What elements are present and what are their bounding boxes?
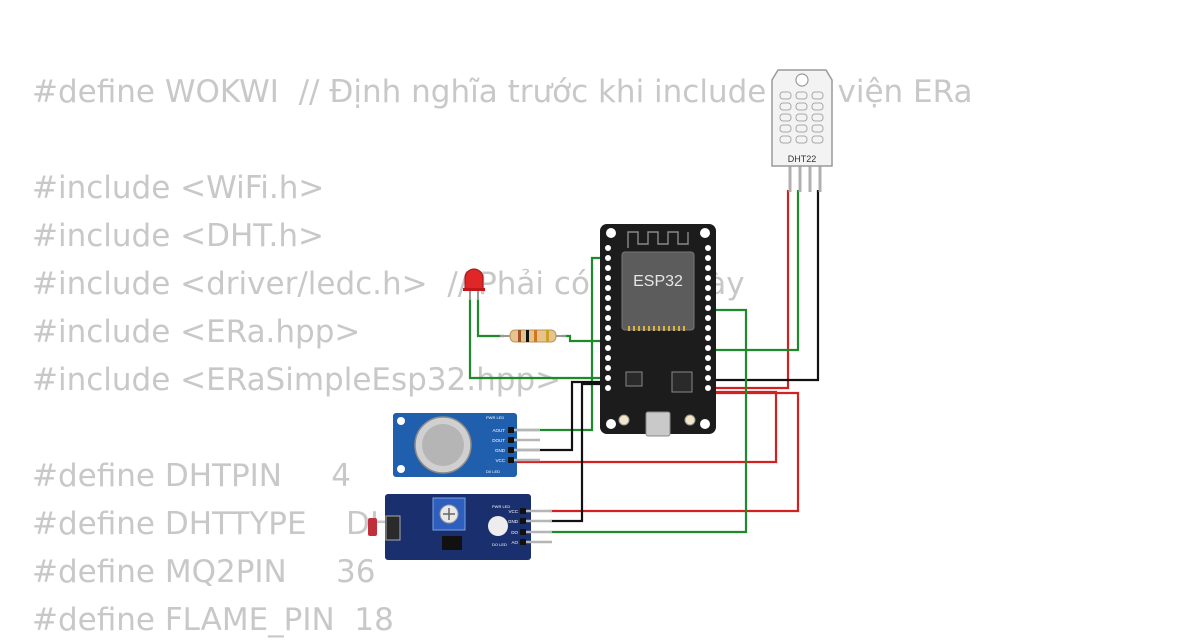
- flame-pwr-label: PWR LED: [492, 504, 510, 509]
- wire-flame-vcc[interactable]: [550, 391, 800, 513]
- usb-port: [645, 411, 671, 437]
- wire-led-cathode[interactable]: [468, 298, 600, 380]
- wire-dht-data[interactable]: [710, 190, 800, 352]
- code-line: #include <ERaSimpleEsp32.hpp>: [32, 362, 562, 398]
- code-line: #define MQ2PIN 36: [32, 554, 376, 590]
- flame-pin-label: VCC: [508, 509, 518, 514]
- flame-pin-label: GND: [508, 519, 519, 524]
- dht22-sensor[interactable]: DHT22: [771, 69, 833, 192]
- wire-dht-gnd[interactable]: [710, 190, 820, 382]
- flame-pin-label: DO: [511, 530, 518, 535]
- code-line: #include <DHT.h>: [32, 218, 325, 254]
- wire-mq2-gnd[interactable]: [512, 380, 605, 452]
- esp32-board[interactable]: ESP32: [600, 224, 716, 437]
- wire-led-anode[interactable]: [476, 298, 504, 338]
- photodiode: [368, 518, 377, 536]
- mq2-pin-label: DOUT: [492, 438, 505, 443]
- wire-mq2-aout[interactable]: [512, 256, 605, 432]
- wire-resistor-gpio[interactable]: [562, 334, 605, 343]
- code-line: #include <ERa.hpp>: [32, 314, 361, 350]
- code-line: #define DHTPIN 4: [32, 458, 351, 494]
- mq2-d0-label: D0 LED: [486, 469, 500, 474]
- flame-pin-headers: [520, 508, 552, 545]
- wire-dht-vcc[interactable]: [710, 190, 790, 390]
- flame-pin-label: AO: [511, 540, 518, 545]
- resistor[interactable]: [500, 329, 566, 343]
- circuit-diagram: DHT22 ESP32: [368, 69, 833, 560]
- mq2-sensor[interactable]: AOUT DOUT GND VCC PWR LED D0 LED: [393, 413, 540, 477]
- mq2-pin-headers: [508, 427, 540, 463]
- flame-sensor[interactable]: VCC GND DO AO PWR LED DO LED: [368, 494, 552, 560]
- esp32-label: ESP32: [633, 273, 683, 290]
- wire-flame-do[interactable]: [550, 308, 748, 534]
- mq2-pwr-label: PWR LED: [486, 415, 504, 420]
- dht22-grille: [779, 91, 824, 144]
- esp32-pins-left: [605, 245, 611, 391]
- mq2-pin-label: VCC: [495, 458, 505, 463]
- red-led[interactable]: [463, 268, 485, 300]
- esp32-pins-right: [705, 245, 711, 391]
- esp32-module-pins: [628, 326, 685, 331]
- wire-flame-gnd[interactable]: [550, 382, 605, 523]
- code-line: #include <WiFi.h>: [32, 170, 325, 206]
- mq2-pin-label: AOUT: [492, 428, 505, 433]
- flame-do-label: DO LED: [492, 542, 507, 547]
- mq2-pin-label: GND: [495, 448, 506, 453]
- wires: [468, 190, 820, 534]
- dht22-label: DHT22: [788, 154, 817, 164]
